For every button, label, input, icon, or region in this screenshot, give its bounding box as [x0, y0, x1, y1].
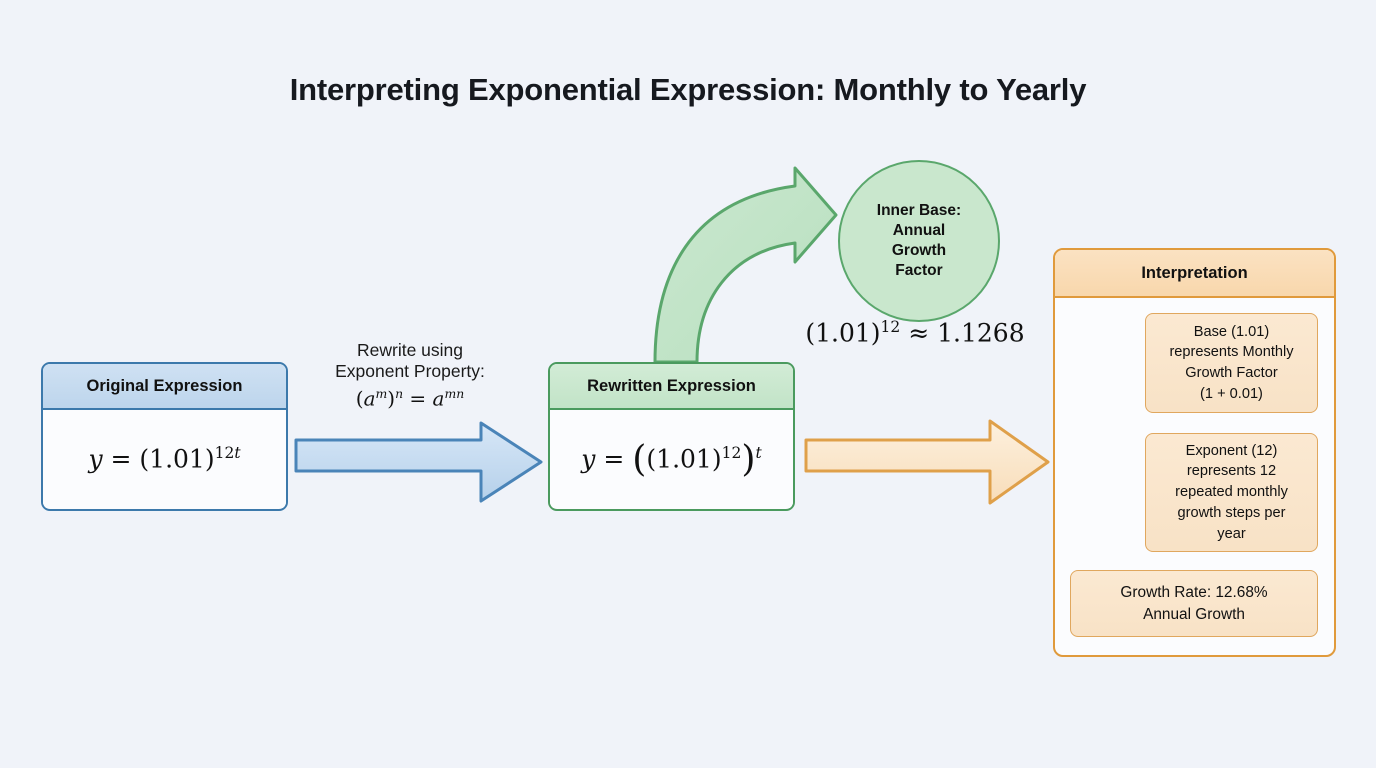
- original-expression-header: Original Expression: [43, 364, 286, 410]
- original-expression-card: Original Expression y = (1.01)12t: [41, 362, 288, 511]
- interpretation-item-growth-rate-line2: Annual Growth: [1143, 605, 1245, 623]
- interpretation-item-base-line3: Growth Factor: [1185, 365, 1278, 381]
- original-expression-body: y = (1.01)12t: [43, 410, 286, 508]
- interpretation-item-exponent-line3: repeated monthly: [1175, 484, 1288, 501]
- inner-base-circle: Inner Base: Annual Growth Factor: [838, 160, 1000, 322]
- inner-base-line1: Inner Base:: [876, 202, 962, 220]
- interpretation-item-growth-rate-line1: Growth Rate: 12.68%: [1120, 583, 1268, 601]
- rewritten-expression-body: y = ((1.01)12)t: [550, 410, 793, 508]
- interpretation-item-base: Base (1.01) represents Monthly Growth Fa…: [1145, 313, 1318, 413]
- inner-base-line2: Annual: [892, 222, 946, 240]
- interpretation-item-exponent-line5: year: [1217, 525, 1246, 542]
- exponent-property-label: Rewrite using Exponent Property: (am)n =…: [318, 340, 502, 411]
- interpretation-item-base-line4: (1 + 0.01): [1200, 385, 1263, 402]
- arrow-rewritten-to-interpretation: [804, 419, 1050, 505]
- interpretation-item-exponent-line2: represents 12: [1186, 463, 1277, 480]
- interpretation-item-exponent: Exponent (12) represents 12 repeated mon…: [1145, 433, 1318, 552]
- interpretation-header: Interpretation: [1055, 250, 1334, 298]
- annual-growth-factor-value: (1.01)12 ≈ 1.1268: [805, 318, 1025, 348]
- exponent-property-line1: Rewrite using: [356, 340, 464, 360]
- interpretation-item-exponent-line4: growth steps per: [1177, 504, 1286, 521]
- original-expression-formula: y = (1.01)12t: [88, 444, 241, 474]
- inner-base-line3: Growth: [891, 242, 947, 259]
- interpretation-item-base-line2: represents Monthly: [1169, 344, 1294, 361]
- interpretation-item-growth-rate: Growth Rate: 12.68% Annual Growth: [1070, 570, 1318, 637]
- interpretation-item-exponent-line1: Exponent (12): [1185, 442, 1278, 459]
- exponent-property-formula: (am)n = amn: [355, 385, 465, 411]
- rewritten-expression-formula: y = ((1.01)12)t: [581, 437, 762, 481]
- exponent-property-line2: Exponent Property:: [335, 361, 485, 382]
- rewritten-expression-card: Rewritten Expression y = ((1.01)12)t: [548, 362, 795, 511]
- page-title: Interpreting Exponential Expression: Mon…: [289, 72, 1087, 107]
- arrow-original-to-rewritten: [294, 421, 543, 503]
- rewritten-expression-header: Rewritten Expression: [550, 364, 793, 410]
- interpretation-item-base-line1: Base (1.01): [1193, 323, 1270, 340]
- inner-base-line4: Factor: [895, 261, 943, 279]
